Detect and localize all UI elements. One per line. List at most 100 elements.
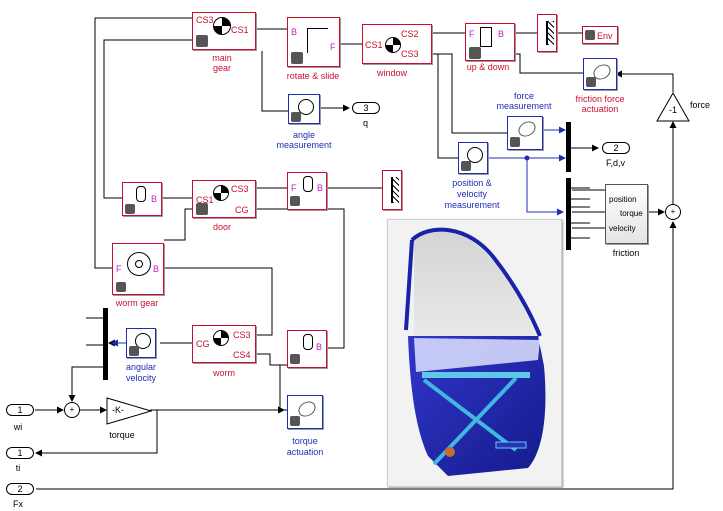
- wire-worm-joint-torque: [279, 364, 287, 411]
- main-gear-block[interactable]: CS3 CS1: [192, 12, 256, 50]
- angle-measurement-label-2: measurement: [276, 140, 332, 150]
- friction-sum-block[interactable]: +: [665, 204, 681, 220]
- worm-port-cs4: CS4: [233, 350, 251, 360]
- door-port-cg: CG: [235, 205, 249, 215]
- fdv-outport[interactable]: 2: [602, 142, 630, 154]
- window-block[interactable]: CS1 CS2 CS3: [362, 24, 432, 64]
- friction-force-actuation-label-1: friction force: [575, 94, 625, 104]
- fx-inport-label: Fx: [13, 499, 23, 509]
- pos-vel-measurement-label-2: velocity: [456, 189, 488, 199]
- torque-actuation-label-1: torque: [292, 436, 318, 446]
- rotate-slide-port-f: F: [330, 42, 336, 52]
- torque-gain-value: -K-: [112, 405, 124, 415]
- rotate-slide-block[interactable]: B F: [287, 17, 340, 67]
- force-measurement-block[interactable]: [507, 116, 543, 150]
- wire-wormgear-b: [164, 267, 273, 336]
- angle-measurement-label-1: angle: [292, 130, 316, 140]
- door-joint-port-f: F: [291, 183, 297, 193]
- negation-gain-block[interactable]: [656, 92, 690, 122]
- center-of-mass-icon: [213, 330, 229, 346]
- angle-measurement-block[interactable]: [288, 94, 320, 124]
- center-of-mass-icon: [213, 185, 229, 201]
- torque-gain-block[interactable]: [106, 397, 152, 425]
- main-gear-port-cs3: CS3: [196, 15, 214, 25]
- ti-outport-label: ti: [15, 463, 21, 473]
- angular-velocity-block[interactable]: [126, 328, 156, 358]
- wire-main-gear-base: [103, 39, 192, 199]
- ti-outport[interactable]: 1: [6, 447, 34, 459]
- link-icon: [510, 137, 520, 147]
- wire-posvel-friction: [526, 158, 564, 216]
- angular-velocity-label-2: velocity: [125, 373, 157, 383]
- friction-force-actuation-block[interactable]: [583, 58, 617, 90]
- up-down-block[interactable]: F B: [465, 23, 515, 61]
- angular-velocity-label-1: angular: [125, 362, 157, 372]
- torque-gain-label: torque: [109, 430, 135, 440]
- revolute-port-b: B: [151, 194, 158, 204]
- sensor-icon: [467, 147, 483, 163]
- fdv-outport-label: F,d,v: [606, 158, 626, 168]
- pos-vel-measurement-label-3: measurement: [444, 200, 500, 210]
- link-icon: [585, 30, 595, 40]
- friction-block[interactable]: position torque velocity: [605, 184, 648, 244]
- wi-inport[interactable]: 1: [6, 404, 34, 416]
- pos-vel-measurement-label-1: position &: [452, 178, 492, 188]
- worm-block[interactable]: CG CS3 CS4: [192, 325, 256, 363]
- wire-gain-force: [615, 70, 674, 92]
- sensor-icon: [135, 333, 151, 349]
- force-measurement-label-2: measurement: [496, 101, 552, 111]
- ground-icon: [391, 177, 399, 203]
- door-3d-preview-image: [387, 219, 562, 487]
- pos-vel-measurement-block[interactable]: [458, 142, 488, 174]
- ground-icon: [546, 21, 554, 45]
- main-gear-label-1: main: [212, 53, 232, 63]
- prismatic-joint-icon: [480, 27, 492, 47]
- q-outport[interactable]: 3: [352, 102, 380, 114]
- env-block[interactable]: Env: [582, 26, 618, 44]
- worm-gear-block[interactable]: F B: [112, 243, 164, 295]
- center-of-mass-icon: [213, 17, 231, 35]
- wire-fx-sum: [36, 221, 677, 490]
- friction-force-actuation-label-2: actuation: [581, 104, 619, 114]
- center-of-mass-icon: [385, 37, 401, 53]
- force-measurement-label-1: force: [513, 91, 535, 101]
- revolute-joint-icon: [136, 186, 146, 202]
- wire-junction: [524, 155, 530, 161]
- wi-sum-block[interactable]: +: [64, 402, 80, 418]
- worm-port-cs3: CS3: [233, 330, 251, 340]
- door-joint-port-b: B: [317, 183, 324, 193]
- link-icon: [290, 354, 300, 364]
- up-down-label: up & down: [466, 62, 510, 72]
- demux-bus-angvel: [103, 308, 108, 380]
- revolute-block[interactable]: B: [122, 182, 162, 216]
- friction-port-velocity: velocity: [609, 224, 636, 233]
- door-ground-block[interactable]: [382, 170, 402, 210]
- fx-inport[interactable]: 2: [6, 483, 34, 495]
- link-icon: [291, 112, 301, 122]
- door-port-cs3: CS3: [231, 184, 249, 194]
- door-joint-block[interactable]: F B: [287, 172, 327, 210]
- window-port-cs3: CS3: [401, 49, 419, 59]
- env-label: Env: [597, 31, 613, 41]
- rotate-slide-label: rotate & slide: [286, 71, 340, 81]
- wi-inport-label: wi: [13, 422, 23, 432]
- q-outport-label: q: [363, 118, 369, 128]
- wire-main-gear-cs3: [94, 17, 192, 269]
- gear-icon: [135, 260, 143, 268]
- wire-updown-friction: [515, 53, 583, 74]
- worm-joint-block[interactable]: B: [287, 330, 327, 368]
- wire-door-cg: [256, 208, 345, 349]
- torque-actuation-label-2: actuation: [286, 447, 324, 457]
- planar-joint-icon: [307, 28, 328, 53]
- friction-port-position: position: [609, 195, 637, 204]
- revolute-joint-icon: [303, 334, 313, 350]
- revolute-joint-icon: [303, 176, 313, 192]
- world-ground-block[interactable]: [537, 14, 557, 52]
- link-icon: [290, 196, 300, 206]
- rotate-slide-port-b: B: [291, 27, 298, 37]
- door-3d-render: [404, 227, 546, 476]
- door-block[interactable]: CS1 CS3 CG: [192, 180, 256, 218]
- window-port-cs2: CS2: [401, 29, 419, 39]
- link-icon: [196, 203, 208, 215]
- torque-actuation-block[interactable]: [287, 395, 323, 429]
